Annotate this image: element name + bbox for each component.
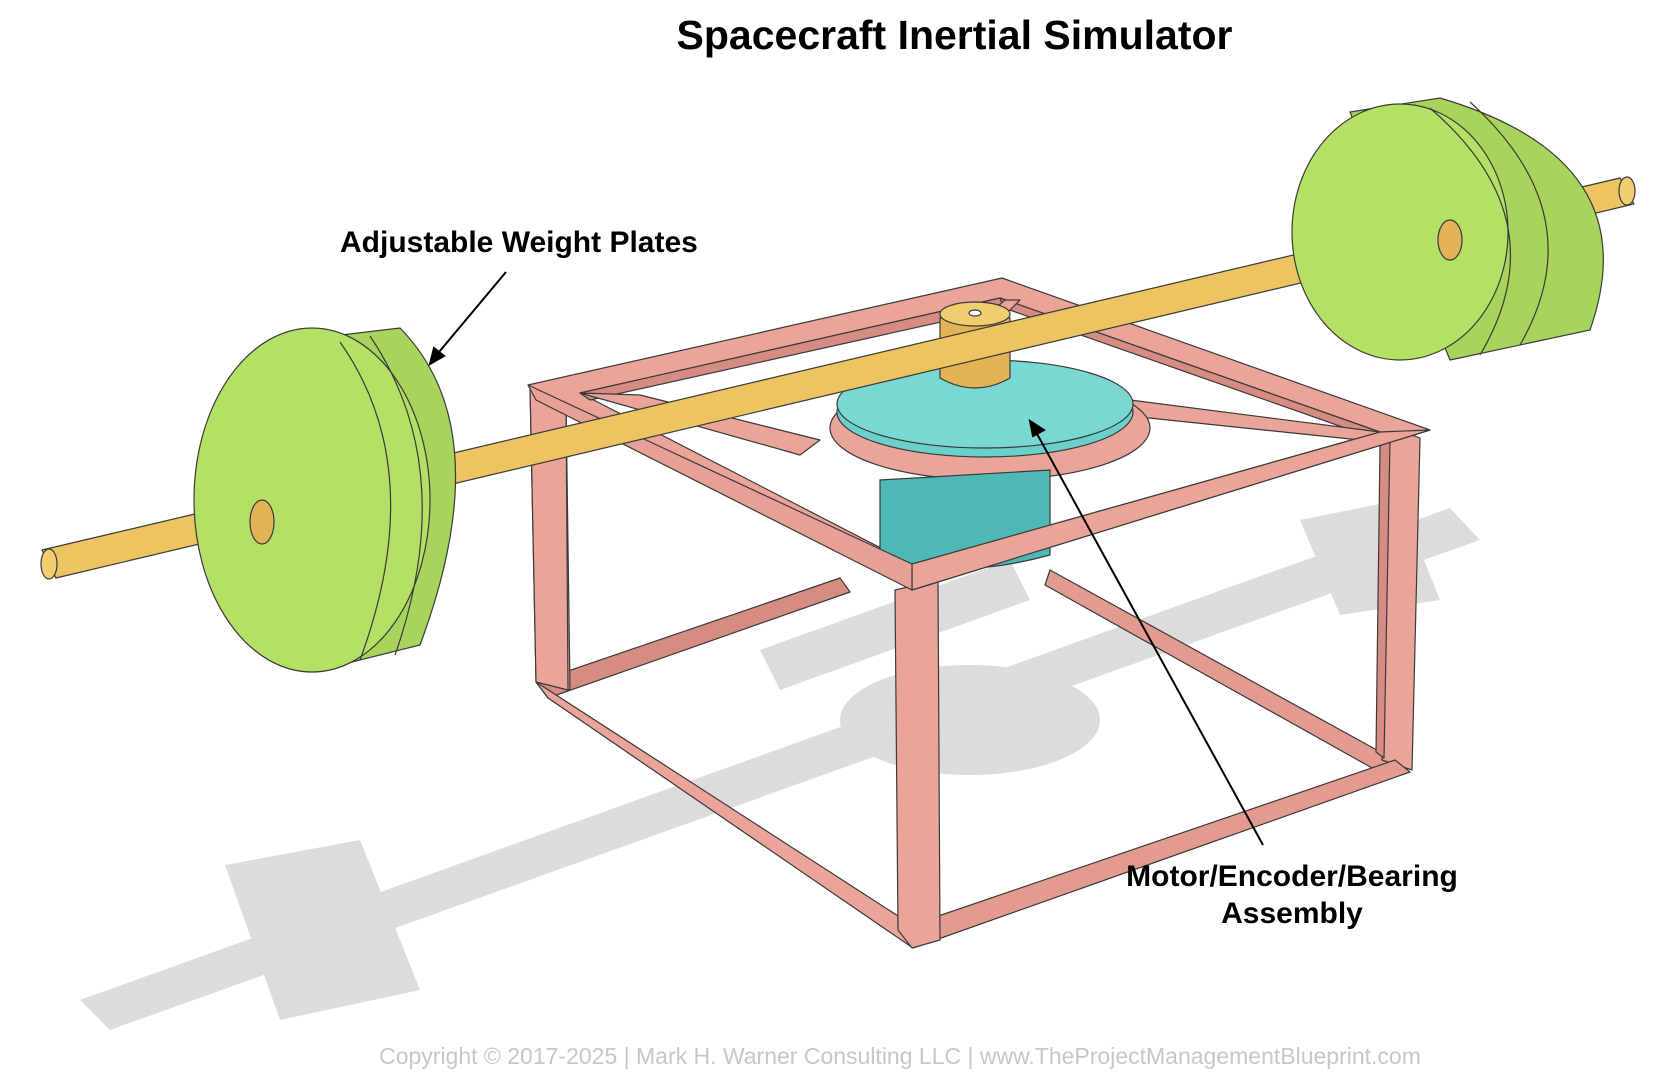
left-weight-plates	[193, 327, 457, 673]
label-motor-assembly: Motor/Encoder/Bearing Assembly	[1102, 858, 1482, 932]
motor-arrowhead	[1028, 418, 1046, 438]
label-motor-line2: Assembly	[1221, 897, 1363, 930]
label-motor-line1: Motor/Encoder/Bearing	[1126, 860, 1458, 893]
motor-leader-line	[1035, 431, 1264, 846]
diagram-title: Spacecraft Inertial Simulator	[676, 12, 1233, 58]
plates-leader-line	[433, 271, 507, 359]
right-weight-plates	[1291, 97, 1604, 361]
leader-arrows	[428, 271, 1264, 846]
label-adjustable-weight-plates: Adjustable Weight Plates	[340, 226, 698, 259]
plates-arrowhead	[428, 346, 446, 367]
motor-assembly	[836, 359, 1134, 570]
copyright-notice: Copyright © 2017-2025 | Mark H. Warner C…	[379, 1043, 1421, 1069]
